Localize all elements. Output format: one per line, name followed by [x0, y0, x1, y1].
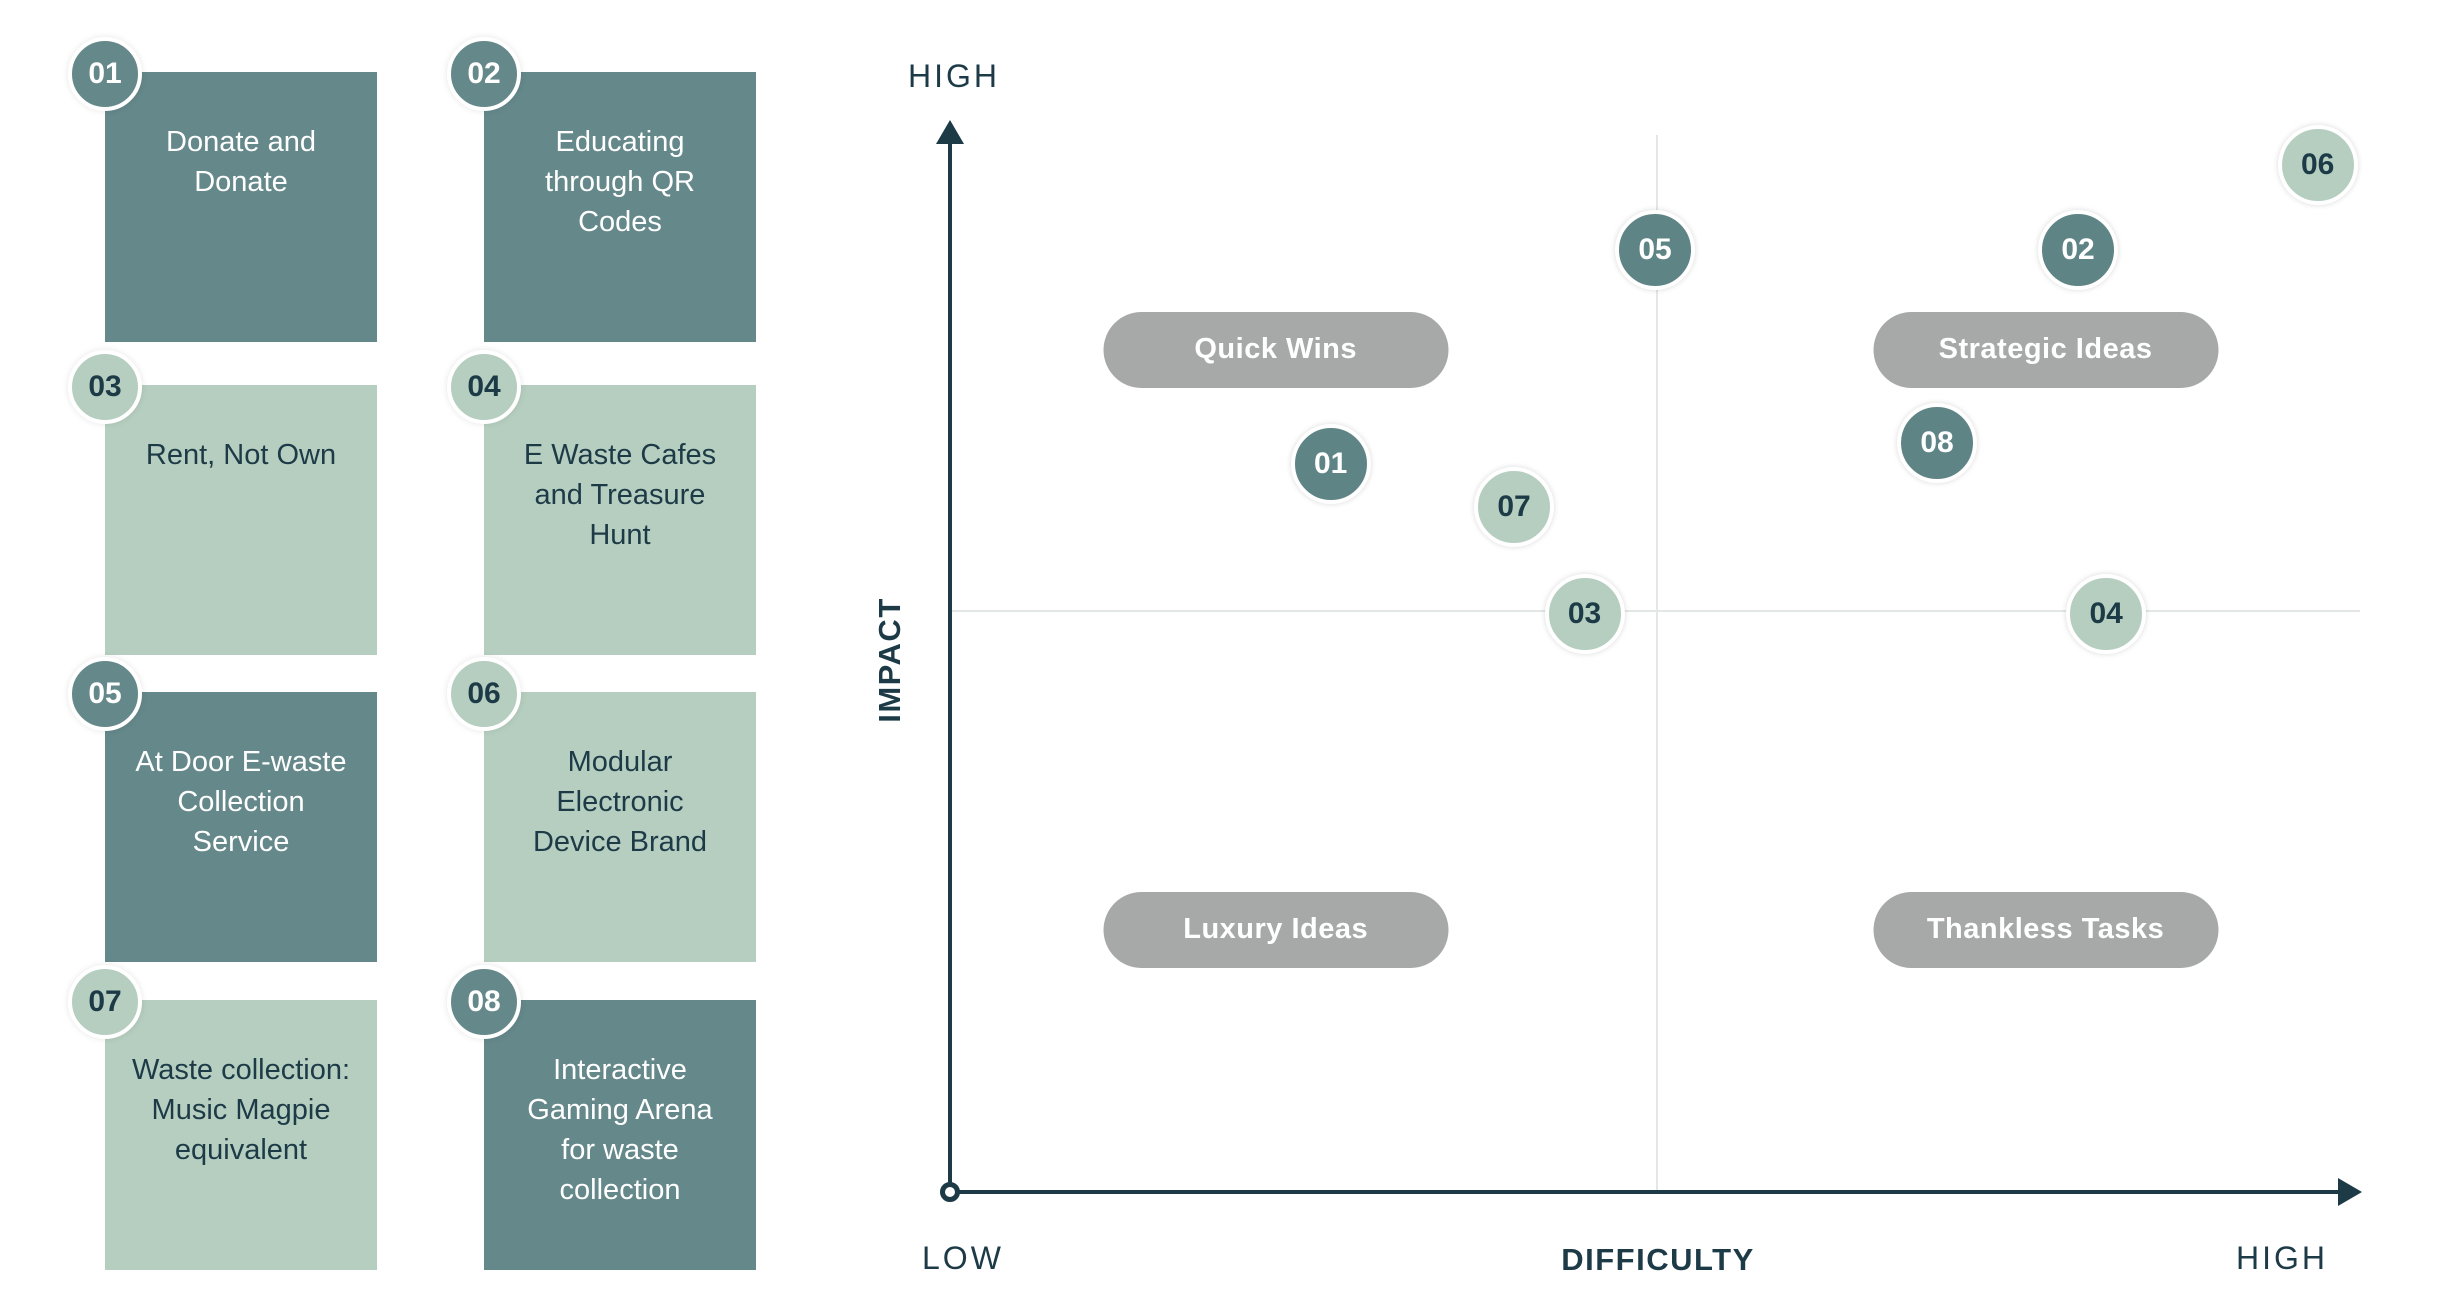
idea-card-title: Educating through QR Codes — [545, 126, 695, 239]
matrix-point-05: 05 — [1615, 210, 1695, 291]
idea-card-title: Modular Electronic Device Brand — [532, 746, 708, 859]
quadrant-vertical-midline — [1656, 135, 1658, 1192]
idea-number-badge: 02 — [447, 37, 521, 111]
idea-number-badge: 07 — [68, 965, 142, 1039]
idea-number-badge: 01 — [68, 37, 142, 111]
idea-card-title: Interactive Gaming Arena for waste colle… — [527, 1054, 713, 1207]
origin-low-label: LOW — [922, 1240, 1004, 1276]
quadrant-horizontal-midline — [952, 610, 2360, 612]
quadrant-label-luxury-ideas: Luxury Ideas — [1103, 891, 1449, 968]
x-axis-high-label: HIGH — [2236, 1240, 2328, 1276]
idea-card-title: At Door E-waste Collection Service — [135, 746, 347, 859]
axis-origin-marker — [940, 1182, 960, 1202]
idea-card-05: 05 At Door E-waste Collection Service — [68, 657, 377, 962]
y-axis-title: IMPACT — [872, 597, 907, 723]
matrix-point-06: 06 — [2277, 124, 2358, 205]
idea-number-badge: 05 — [68, 657, 142, 731]
x-axis-arrowhead-icon — [2338, 1178, 2362, 1206]
quadrant-label-strategic-ideas: Strategic Ideas — [1873, 311, 2219, 388]
idea-card-title: Donate and Donate — [166, 126, 316, 199]
matrix-point-04: 04 — [2066, 574, 2147, 655]
matrix-point-02: 02 — [2038, 210, 2118, 291]
y-axis-high-label: HIGH — [908, 58, 1000, 94]
idea-card-title: Rent, Not Own — [145, 439, 337, 471]
matrix-point-03: 03 — [1544, 574, 1625, 655]
matrix-point-08: 08 — [1897, 403, 1977, 483]
matrix-point-07: 07 — [1474, 467, 1554, 548]
quadrant-label-quick-wins: Quick Wins — [1103, 311, 1449, 388]
matrix-plot-area: Quick Wins Strategic Ideas Luxury Ideas … — [950, 122, 2360, 1192]
idea-card-title: E Waste Cafes and Treasure Hunt — [523, 439, 717, 552]
matrix-point-01: 01 — [1290, 424, 1371, 505]
quadrant-label-thankless-tasks: Thankless Tasks — [1873, 891, 2219, 968]
idea-number-badge: 04 — [447, 350, 521, 424]
x-axis-line — [950, 1190, 2342, 1194]
idea-number-badge: 08 — [447, 965, 521, 1039]
x-axis-title: DIFFICULTY — [1561, 1242, 1755, 1277]
idea-card-title: Waste collection: Music Magpie equivalen… — [131, 1054, 351, 1167]
idea-number-badge: 06 — [447, 657, 521, 731]
y-axis-arrowhead-icon — [936, 120, 964, 144]
y-axis-line — [948, 140, 952, 1192]
idea-number-badge: 03 — [68, 350, 142, 424]
